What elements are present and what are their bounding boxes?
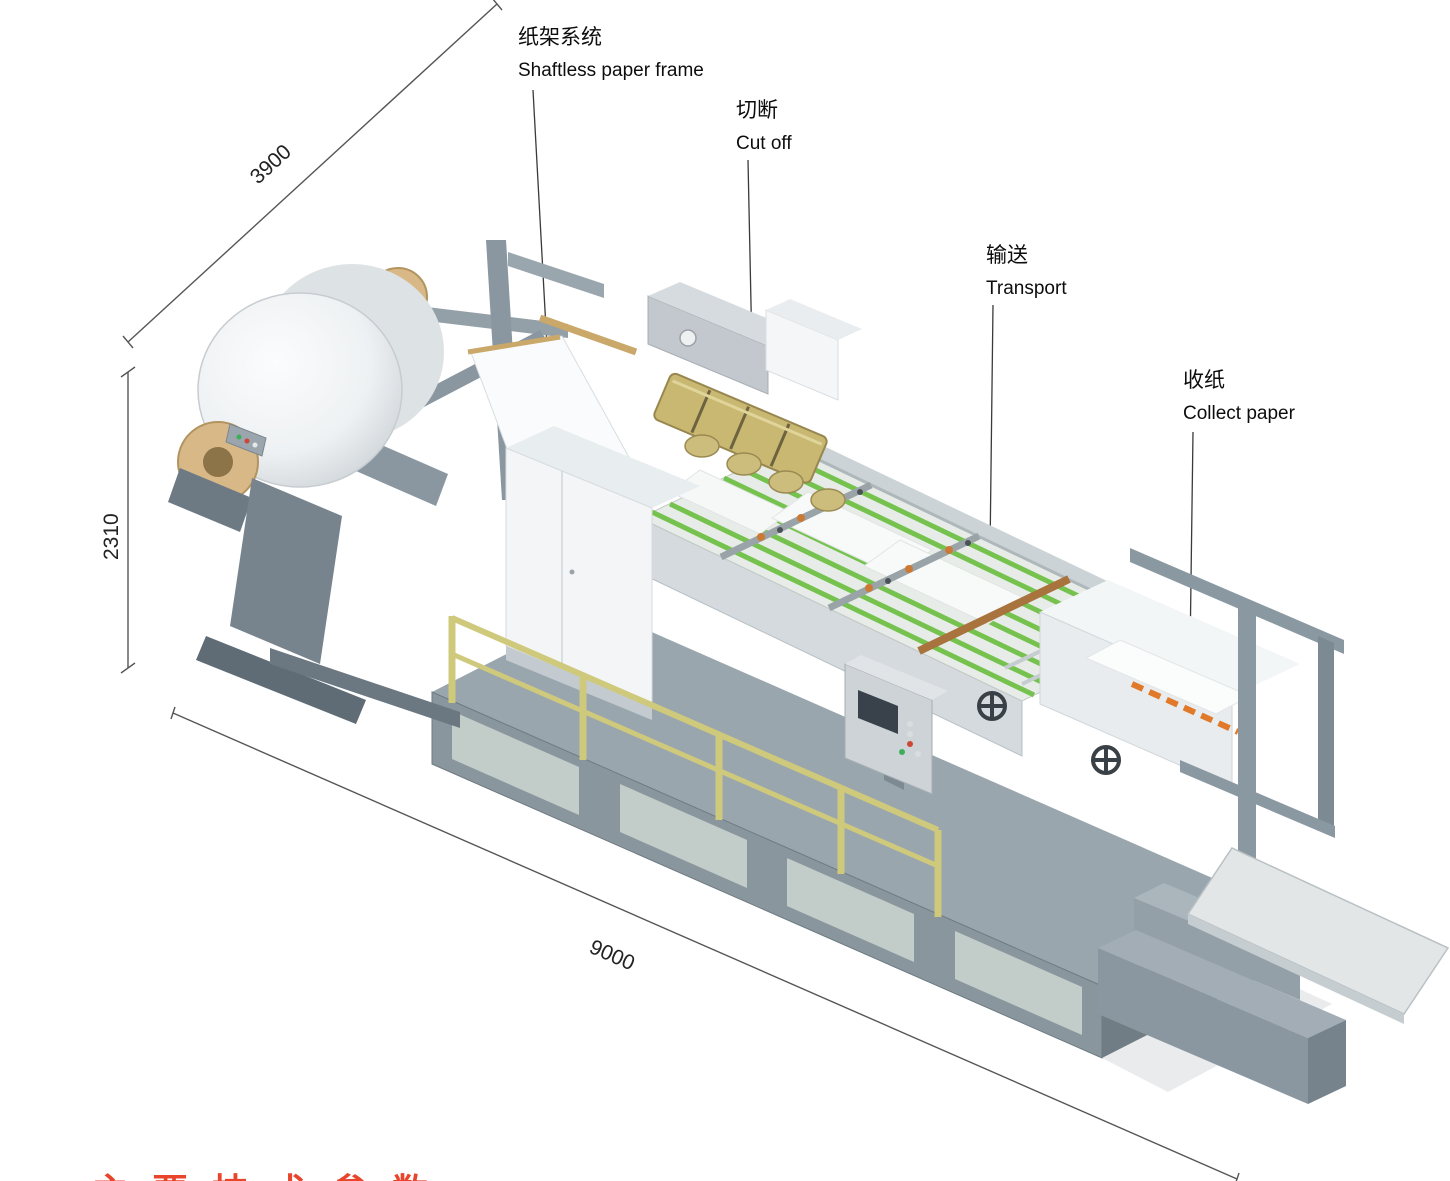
roll-base-beam [270,648,460,728]
caption-partial: 主要技术参数 [92,1163,452,1181]
callout-shaftless-frame-zh: 纸架系统 [518,26,602,49]
roll-chuck-bracket [168,468,252,532]
clamp-bolts [777,489,971,584]
leader-line-shaftless-frame [532,89,548,348]
glass-panel [787,858,914,962]
glass-panel [452,711,579,815]
control-screen [858,690,898,734]
collect-table [1039,580,1300,789]
gauge-icon [679,329,697,347]
stop-button [907,741,913,747]
gold-roller-bank [653,372,828,484]
roll-core-near-hole [203,447,233,477]
cross-roller [719,481,873,561]
callout-collect-paper-en: Collect paper [1183,403,1295,424]
callout-cut-off-en: Cut off [736,133,792,154]
dimension-2310: 2310 [100,366,136,674]
callout-transport-en: Transport [986,278,1067,299]
callout-shaftless-frame: 纸架系统 Shaftless paper frame [518,27,704,80]
rear-frame-right [1130,548,1344,914]
glass-panel [955,931,1082,1035]
callout-cut-off: 切断 Cut off [736,100,792,153]
dimension-3900-label: 3900 [246,140,296,189]
dimension-9000-label: 9000 [586,936,638,976]
far-side-cover [790,430,1172,630]
callout-transport-zh: 输送 [986,244,1028,267]
jogger-strip [1130,681,1240,735]
dimension-2310-label: 2310 [100,513,123,560]
gold-roller-row [684,434,846,512]
cross-roller-brown [917,575,1071,655]
callout-cut-off-zh: 切断 [736,99,778,122]
glass-panel [620,784,747,888]
callout-collect-paper-zh: 收纸 [1183,369,1225,392]
callout-transport: 输送 Transport [986,245,1067,298]
collect-paper-stack [1084,639,1252,715]
ramp [1186,847,1450,1024]
roll-stand-foot [196,636,366,724]
control-panel [844,655,948,795]
paper-sheet [863,539,1025,625]
start-button [899,749,905,755]
web-roller [467,334,561,355]
cutoff-housing [647,282,862,401]
leader-line-transport [989,304,994,553]
callout-shaftless-frame-en: Shaftless paper frame [518,60,704,81]
handwheel [977,691,1007,721]
handwheel [1091,745,1121,775]
cross-roller [827,532,981,612]
roll-stand-column [230,478,342,664]
callout-collect-paper: 收纸 Collect paper [1183,370,1295,423]
guard-railing [448,615,942,917]
